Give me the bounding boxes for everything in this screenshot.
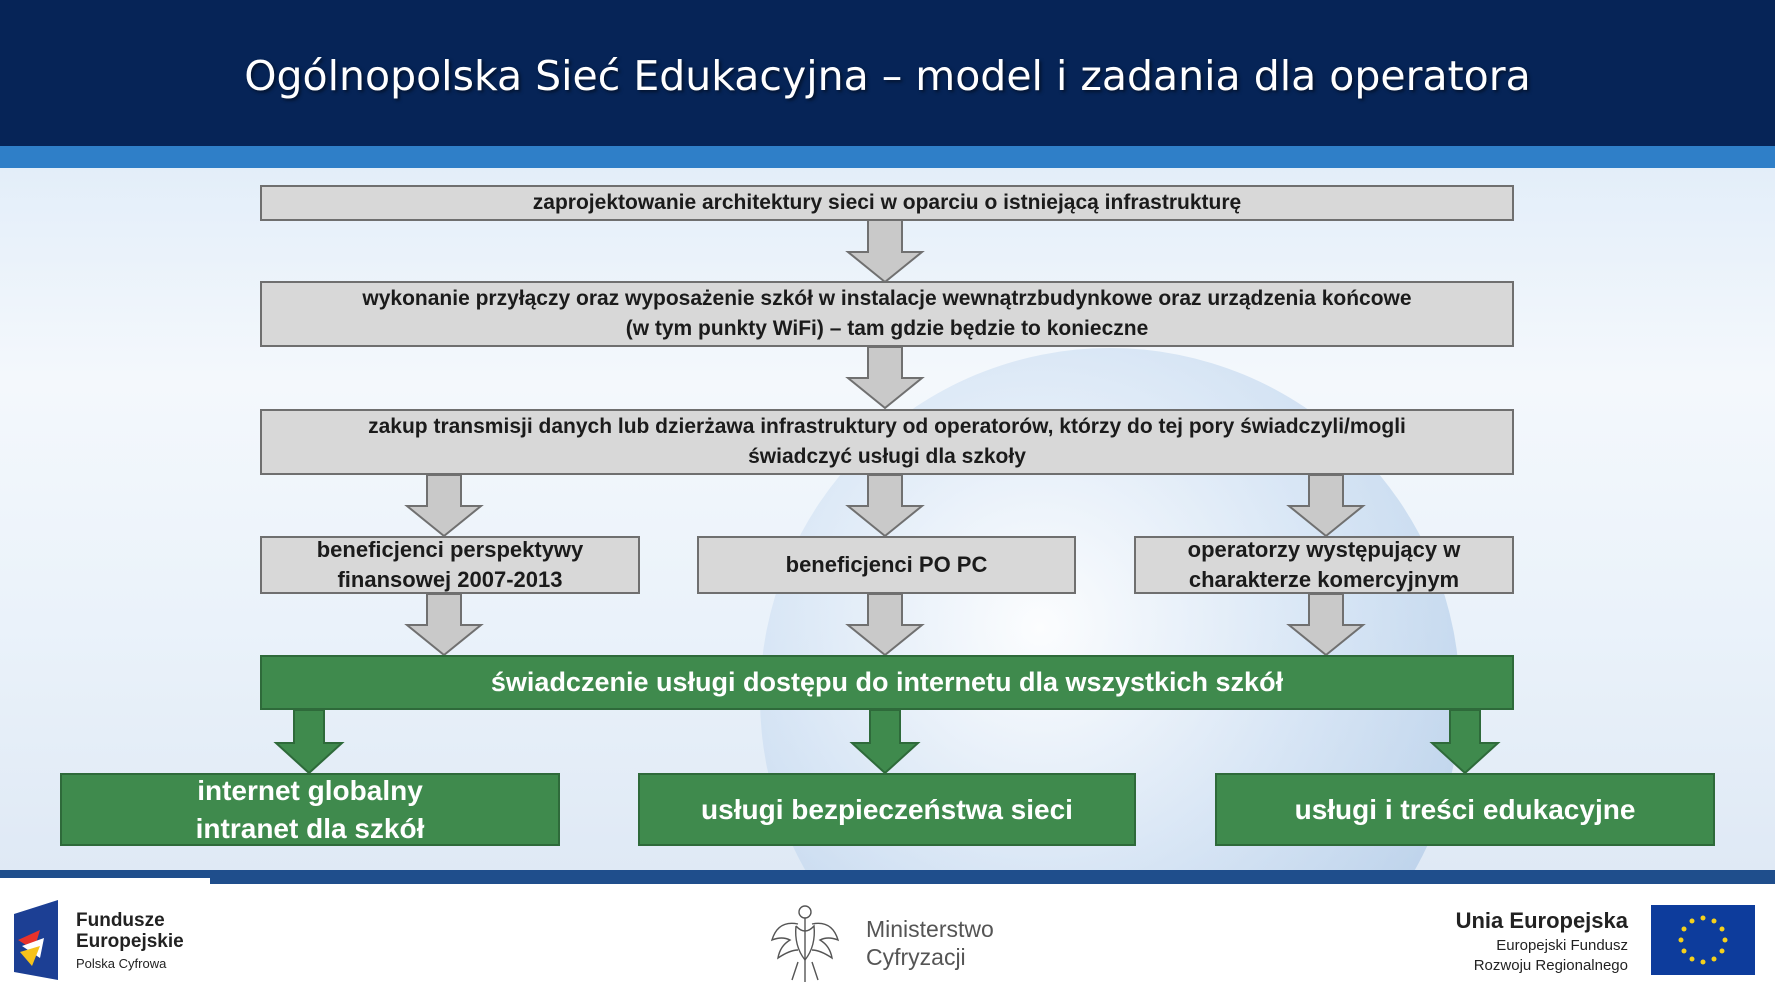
fe-logo-line3: Polska Cyfrowa: [76, 956, 167, 971]
white-eagle-emblem: [770, 905, 840, 982]
source-beneficiaries-2007-2013: beneficjenci perspektywy finansowej 2007…: [260, 536, 640, 594]
outcome-intranet-schools: intranet dla szkół: [195, 812, 425, 844]
eu-fund-line2: Rozwoju Regionalnego: [1473, 957, 1628, 974]
ministry-line1: Ministerstwo: [866, 916, 994, 942]
footer-divider: [0, 870, 1775, 878]
source-commercial-operators: operatorzy występujący w charakterze kom…: [1134, 536, 1514, 594]
outcome-educational-content: usługi i treści edukacyjne: [1215, 773, 1715, 846]
fe-logo-line1: Fundusze: [76, 910, 165, 931]
header-stripe: [0, 146, 1775, 168]
step-connections: wykonanie przyłączy oraz wyposażenie szk…: [260, 281, 1514, 347]
source-commercial-operators-line1: operatorzy występujący w: [1187, 537, 1461, 562]
step-connections-line1: wykonanie przyłączy oraz wyposażenie szk…: [362, 287, 1412, 310]
eu-fund-line1: Europejski Fundusz: [1496, 937, 1628, 954]
fe-logo-line2: Europejskie: [76, 931, 184, 952]
outcome-internet-global: internet globalny: [197, 774, 423, 806]
step-connections-line2: (w tym punkty WiFi) – tam gdzie będzie t…: [625, 317, 1149, 340]
source-beneficiaries-2007-2013-line2: finansowej 2007-2013: [337, 567, 563, 592]
background-image: [0, 168, 1775, 870]
eu-flag-icon: [1651, 905, 1755, 975]
source-beneficiaries-popc: beneficjenci PO PC: [697, 536, 1076, 594]
step-design-architecture: zaprojektowanie architektury sieci w opa…: [260, 185, 1514, 221]
ministry-line2: Cyfryzacji: [866, 944, 966, 970]
internet-access-service-label: świadczenie usługi dostępu do internetu …: [490, 667, 1284, 697]
outcome-educational-content-label: usługi i treści edukacyjne: [1294, 793, 1636, 825]
header-bar: [0, 0, 1775, 146]
source-commercial-operators-line2: charakterze komercyjnym: [1188, 567, 1460, 592]
internet-access-service: świadczenie usługi dostępu do internetu …: [260, 655, 1514, 710]
outcome-network-security-label: usługi bezpieczeństwa sieci: [701, 793, 1073, 825]
step-design-architecture-label: zaprojektowanie architektury sieci w opa…: [532, 191, 1242, 214]
step-data-transmission: zakup transmisji danych lub dzierżawa in…: [260, 409, 1514, 475]
eu-title: Unia Europejska: [1455, 908, 1628, 933]
outcome-internet-intranet: internet globalny intranet dla szkół: [60, 773, 560, 846]
step-data-transmission-line2: świadczyć usługi dla szkoły: [748, 445, 1026, 468]
footer-logos-bar: [0, 884, 1775, 999]
outcome-network-security: usługi bezpieczeństwa sieci: [638, 773, 1136, 846]
source-beneficiaries-popc-label: beneficjenci PO PC: [785, 552, 988, 577]
footer-divider-secondary: [210, 878, 1775, 884]
slide-title: Ogólnopolska Sieć Edukacyjna – model i z…: [244, 52, 1531, 100]
fundusze-europejskie-logo: [14, 900, 58, 980]
source-beneficiaries-2007-2013-line1: beneficjenci perspektywy: [316, 537, 584, 562]
step-data-transmission-line1: zakup transmisji danych lub dzierżawa in…: [368, 415, 1406, 438]
